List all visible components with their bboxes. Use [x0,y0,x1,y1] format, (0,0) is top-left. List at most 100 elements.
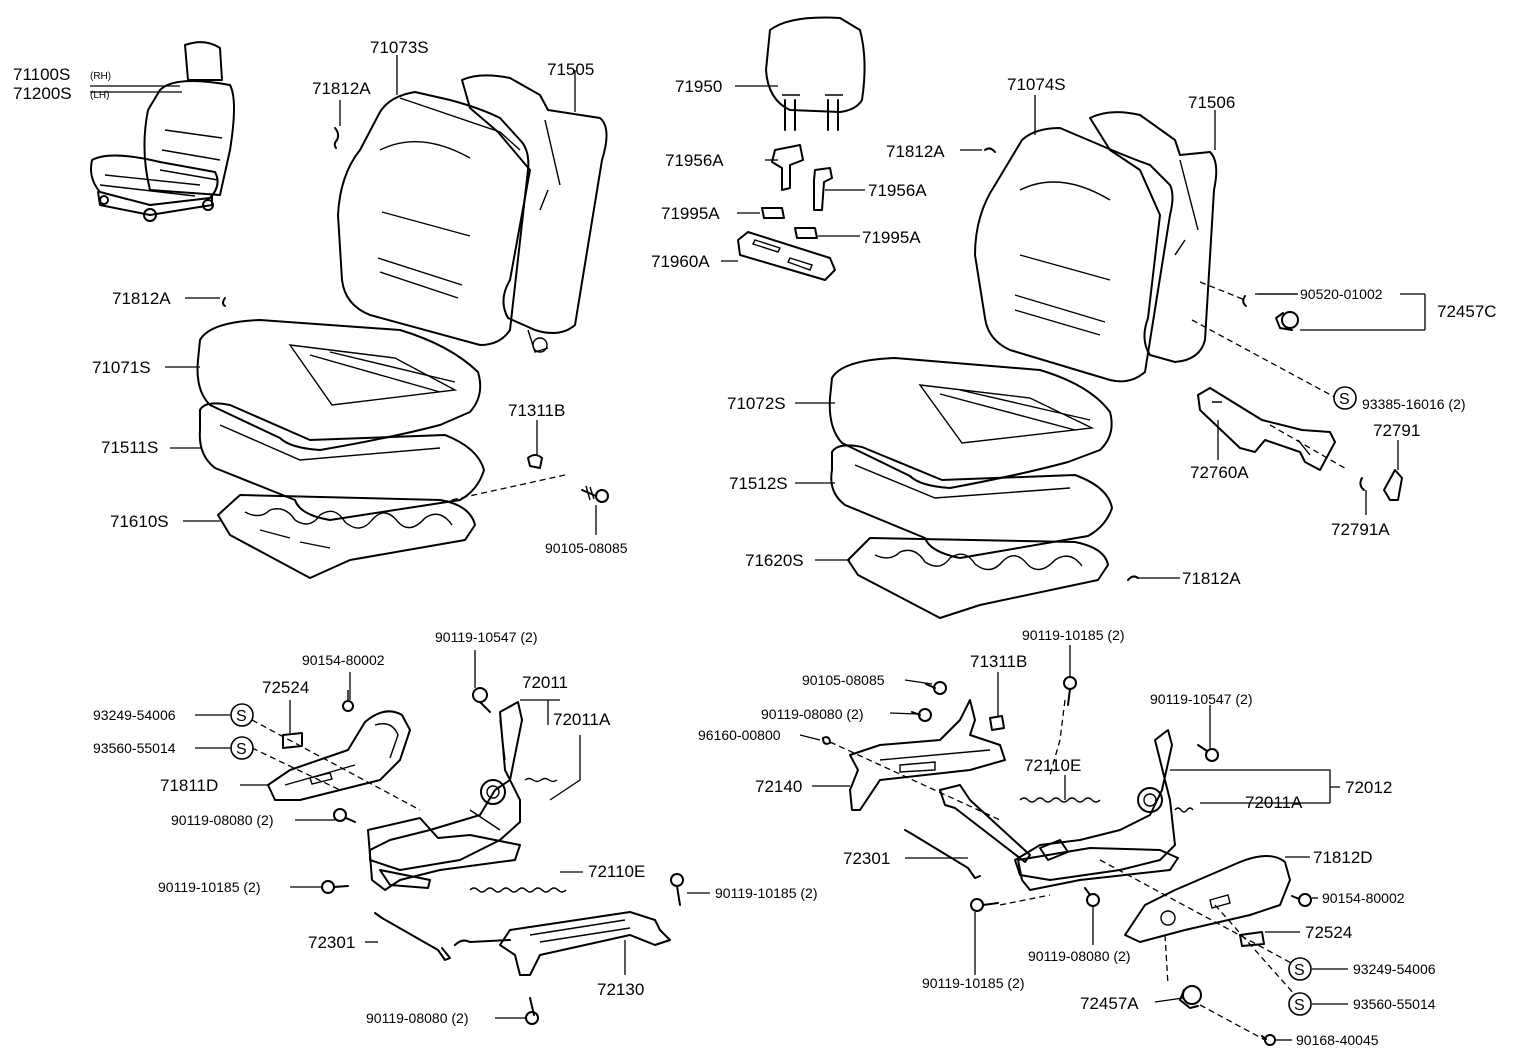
label-71200S: 71200S [13,84,72,103]
label-72457C: 72457C [1437,302,1497,321]
screw-90154-80002-1 [342,690,354,712]
bolt-90119-08080-4 [1084,887,1100,907]
bolt-90105-08085-1 [581,485,609,503]
knob-72457C [1281,311,1299,329]
bolt-90105-08085-2 [925,681,947,695]
symbol-s-5: S [1288,992,1312,1016]
cap-72524-2 [1239,931,1265,947]
label-90105-08085-2: 90105-08085 [802,672,885,688]
label-lh: (LH) [90,90,109,101]
label-rh: (RH) [90,71,111,82]
cable-72301-2 [904,829,981,879]
label-72457A: 72457A [1080,994,1139,1013]
headrest-71950 [765,16,866,131]
label-72140: 72140 [755,777,802,796]
label-72011A-2: 72011A [1245,793,1303,812]
bezel-71960A [737,231,836,281]
screw-90154-80002-2 [1291,893,1312,907]
label-90105-08085-1: 90105-08085 [545,540,628,556]
label-90119-10185-3: 90119-10185 (2) [1022,627,1124,643]
cap-72524-1 [282,732,303,749]
svg-text:S: S [236,741,247,758]
guide-71956A-2 [813,167,833,211]
nut-71311B [527,454,543,469]
track-72130 [454,911,671,976]
label-90119-08080-2: 90119-08080 (2) [366,1010,468,1026]
label-72301-2: 72301 [843,849,890,868]
label-71071S: 71071S [92,358,151,377]
label-72110E-1: 72110E [588,862,645,881]
symbol-s-4: S [1288,957,1312,981]
complete-seat-illustration [90,41,235,222]
seat-cushion-71071S [196,319,482,451]
label-71311B-2: 71311B [970,652,1027,671]
seat-pad-71512S [830,444,1113,559]
label-71812A-2: 71812A [112,289,171,308]
svg-text:S: S [1294,962,1305,979]
seat-cushion-71072S [828,357,1113,489]
clip-72791A [1359,477,1365,491]
label-90119-08080-4: 90119-08080 (2) [1028,948,1130,964]
back-board-71506 [1089,111,1218,363]
spring-72110E-1 [469,887,567,893]
cover-71811D [267,710,411,801]
label-71995A-2: 71995A [862,228,921,247]
dash-71610S [441,474,566,503]
svg-text:S: S [1294,997,1305,1014]
knob-72457A [1179,985,1202,1009]
label-71995A-1: 71995A [661,204,720,223]
lever-72760A [1197,387,1336,471]
label-90154-80002-1: 90154-80002 [302,652,385,668]
label-72524-2: 72524 [1305,923,1352,942]
label-71610S: 71610S [110,512,169,531]
spring-72011A-1 [524,777,558,783]
symbol-s-1: S [230,703,254,727]
label-93249-54006-1: 93249-54006 [93,707,176,723]
label-71074S: 71074S [1007,75,1066,94]
label-96160-00800: 96160-00800 [698,727,781,743]
label-71960A: 71960A [651,252,710,271]
label-90119-08080-3: 90119-08080 (2) [761,706,863,722]
cover-71812D [1124,855,1291,943]
label-71812A-4: 71812A [1182,569,1241,588]
label-90119-08080-1: 90119-08080 (2) [171,812,273,828]
label-71812A-3: 71812A [886,142,945,161]
label-71956A-2: 71956A [868,181,927,200]
bolt-90119-10185-1 [321,880,349,894]
label-72011: 72011 [522,673,568,692]
label-90520-01002: 90520-01002 [1300,286,1383,302]
seat-pad-71511S [198,402,485,521]
bolt-90119-08080-3 [911,708,932,722]
cover-71995A-1 [761,207,785,219]
label-71812A-1: 71812A [312,79,371,98]
svg-text:S: S [236,708,247,725]
label-90119-10185-2: 90119-10185 (2) [715,885,817,901]
back-board-71505 [461,74,608,353]
clip-71812A-1 [333,127,340,149]
label-93560-55014-1: 93560-55014 [93,740,176,756]
label-71505: 71505 [547,60,594,79]
label-71311B-1: 71311B [508,401,565,420]
clip-90520-01002 [1242,295,1247,307]
seat-frame-71620S [847,537,1109,619]
label-72011A-1: 72011A [553,710,611,729]
cable-72301-1 [374,912,451,961]
nut-71311B-2 [989,715,1005,731]
clip-96160-00800 [822,736,831,745]
label-90119-10547-1: 90119-10547 (2) [435,629,537,645]
label-71506: 71506 [1188,93,1235,112]
label-71073S: 71073S [370,38,429,57]
bolt-90119-08080-2 [525,997,539,1025]
spring-72011A-2 [1174,807,1194,813]
label-72791: 72791 [1373,421,1420,440]
label-93560-55014-2: 93560-55014 [1353,996,1436,1012]
label-72301-1: 72301 [308,933,355,952]
track-72140 [849,699,1006,811]
label-72130: 72130 [597,980,644,999]
spring-72110E-2 [1019,797,1101,803]
label-93385-16016: 93385-16016 (2) [1362,396,1466,412]
label-90154-80002-2: 90154-80002 [1322,890,1405,906]
clip-71812A-3 [984,147,996,153]
label-71950: 71950 [675,77,722,96]
